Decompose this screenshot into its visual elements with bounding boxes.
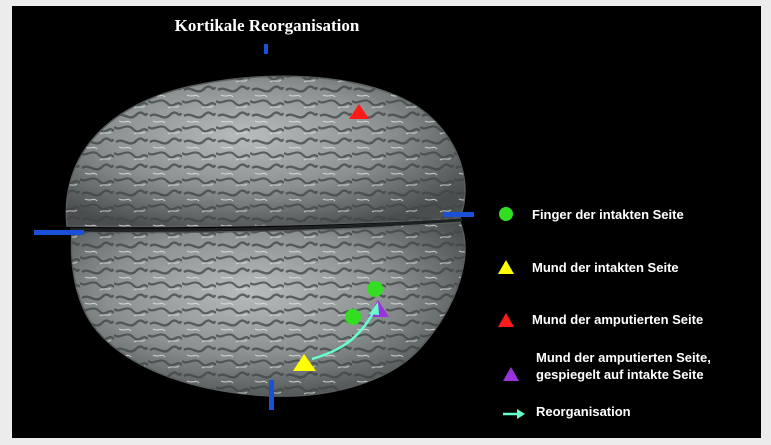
- cyan-arrow-icon: [502, 408, 526, 420]
- purple-triangle-icon: [502, 366, 520, 382]
- legend-mouth-intact-label: Mund der intakten Seite: [532, 260, 679, 276]
- green-circle-icon: [498, 206, 514, 222]
- legend-finger-label: Finger der intakten Seite: [532, 207, 684, 223]
- legend-mouth-amputated-label: Mund der amputierten Seite: [532, 312, 703, 328]
- yellow-triangle-icon: [497, 259, 515, 275]
- legend-reorganisation-label: Reorganisation: [536, 404, 631, 420]
- red-triangle-icon: [497, 312, 515, 328]
- legend-mouth-mirrored-label-line1: Mund der amputierten Seite,: [536, 350, 711, 366]
- figure-panel: Kortikale Reorganisation: [12, 6, 761, 438]
- legend-mouth-mirrored-label-line2: gespiegelt auf intakte Seite: [536, 367, 704, 383]
- legend: Finger der intakten Seite Mund der intak…: [12, 6, 761, 438]
